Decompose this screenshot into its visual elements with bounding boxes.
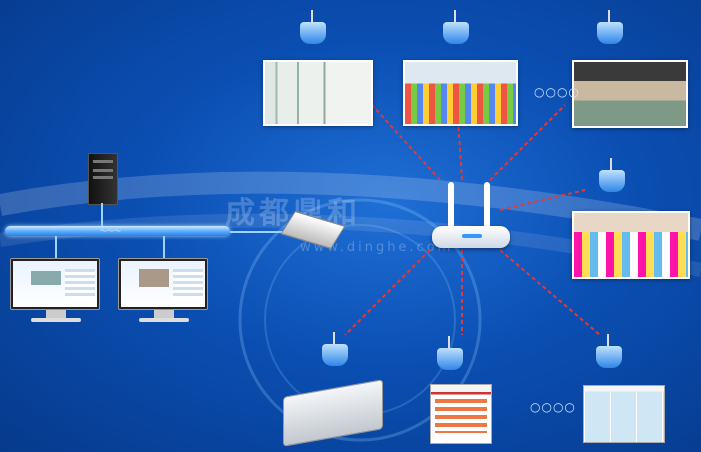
sensor-icon	[599, 158, 625, 198]
monitor-1	[10, 258, 102, 328]
watermark-url: www.dinghe.com	[300, 240, 454, 255]
monitor-2	[118, 258, 210, 328]
server-link	[101, 203, 103, 226]
network-bus	[5, 226, 230, 236]
bus-line	[230, 231, 300, 233]
sensor-icon	[322, 332, 348, 372]
store-photo	[263, 60, 373, 126]
bus-label: ～～～	[100, 227, 121, 235]
upright-cooler-icon	[583, 385, 665, 443]
store-photo	[572, 211, 690, 279]
monitor-1-link	[55, 236, 57, 258]
more-indicator: ○○○○	[530, 400, 576, 414]
monitor-2-link	[163, 236, 165, 258]
store-photo	[403, 60, 518, 126]
sensor-icon	[596, 334, 622, 374]
sensor-icon	[437, 336, 463, 376]
store-photo	[572, 60, 688, 128]
server-icon	[88, 153, 118, 205]
sensor-icon	[443, 10, 469, 50]
open-display-cabinet-icon	[430, 384, 492, 444]
more-indicator: ○○○○	[534, 85, 580, 99]
sensor-icon	[597, 10, 623, 50]
wireless-router-icon	[432, 182, 512, 252]
sensor-icon	[300, 10, 326, 50]
